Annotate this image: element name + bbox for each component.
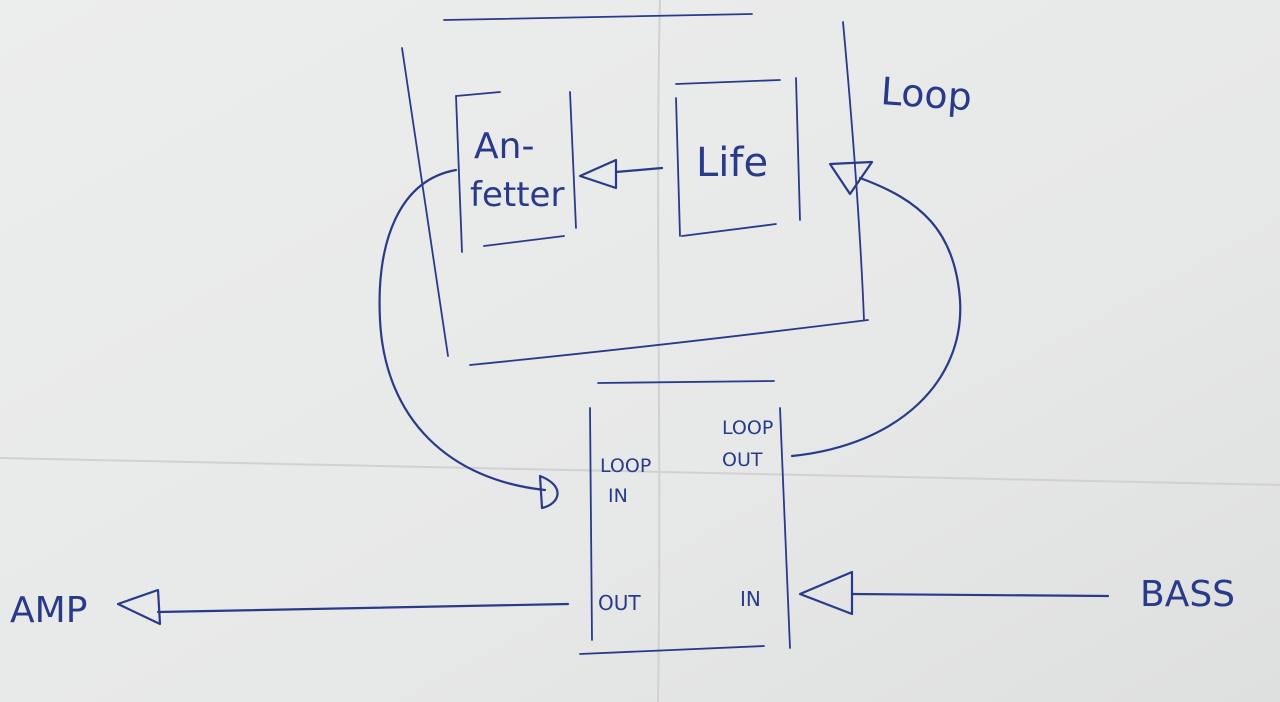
loop-box — [401, 13, 869, 366]
switcher-loop-in-line1: LOOP — [600, 455, 651, 477]
loop-label: Loop — [879, 69, 973, 119]
bass-label: BASS — [1140, 574, 1235, 615]
switcher-box — [579, 380, 791, 655]
out-to-amp-arrow — [116, 588, 570, 626]
switcher-out-label: OUT — [598, 591, 641, 615]
life-pedal-box — [675, 77, 801, 237]
switcher-loop-out-line1: LOOP — [722, 417, 773, 439]
anfetter-to-loop-in-cable — [378, 168, 559, 510]
anfetter-label-line1: An- — [474, 126, 534, 167]
switcher-loop-out-line2: OUT — [722, 449, 763, 471]
switcher-loop-in-line2: IN — [608, 485, 628, 507]
paper-fold-vertical — [657, 0, 661, 702]
loop-out-to-life-cable — [790, 160, 962, 458]
amp-label: AMP — [10, 590, 87, 631]
bass-to-in-arrow — [798, 570, 1110, 616]
anfetter-pedal-box — [455, 91, 577, 253]
life-to-anfetter-arrow — [578, 158, 664, 190]
switcher-in-label: IN — [740, 587, 761, 611]
anfetter-label-line2: fetter — [470, 175, 564, 215]
life-label: Life — [696, 140, 768, 186]
